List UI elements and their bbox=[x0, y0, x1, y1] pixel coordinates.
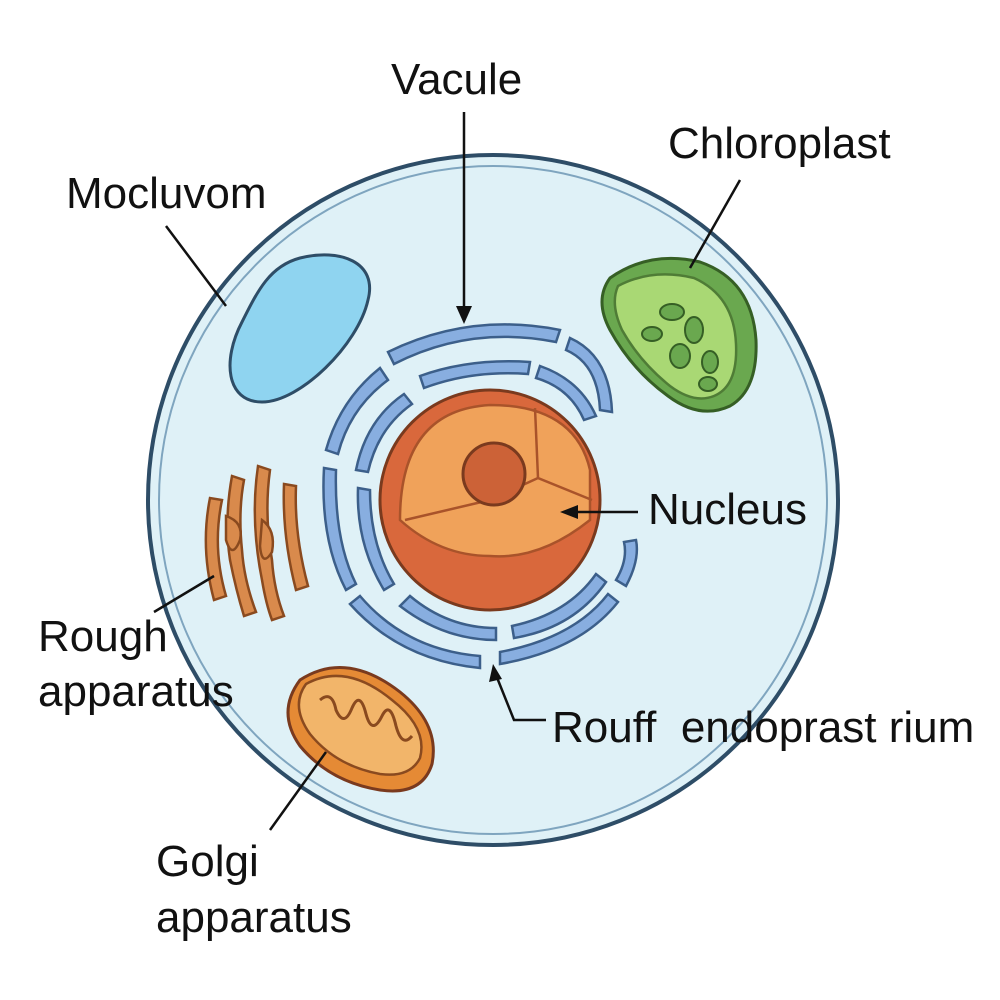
endoplasmic-reticulum bbox=[322, 323, 639, 670]
label-vacule: Vacule bbox=[391, 55, 522, 104]
golgi-stack-shape bbox=[204, 464, 310, 622]
vacuole-shape bbox=[228, 253, 372, 404]
chloroplast-leader bbox=[688, 179, 742, 269]
label-mocluvom: Mocluvom bbox=[66, 169, 267, 218]
label-rough-line1: Rough bbox=[38, 612, 168, 661]
mitochondrion-shape bbox=[286, 666, 435, 793]
label-golgi-line2: apparatus bbox=[156, 893, 352, 942]
rouff-arrowhead bbox=[489, 664, 502, 682]
leader-lines bbox=[153, 112, 742, 831]
chloroplast-shape bbox=[600, 256, 758, 413]
label-chloroplast: Chloroplast bbox=[668, 119, 891, 168]
mocluvom-leader bbox=[165, 225, 227, 307]
label-nucleus: Nucleus bbox=[648, 485, 807, 534]
golgi-leader bbox=[268, 751, 328, 831]
label-rough-line2: apparatus bbox=[38, 667, 234, 716]
nucleus-shape bbox=[378, 388, 602, 612]
rough-leader bbox=[153, 574, 215, 614]
label-rouff-endoprast: Rouff endoprast rium bbox=[552, 703, 974, 752]
nucleolus bbox=[461, 441, 527, 507]
rouff-leader bbox=[492, 669, 546, 722]
nucleus-arrowhead bbox=[560, 505, 578, 519]
cell-inner-membrane bbox=[158, 165, 828, 835]
label-golgi-line1: Golgi bbox=[156, 837, 259, 886]
vacule-arrowhead bbox=[456, 306, 472, 324]
